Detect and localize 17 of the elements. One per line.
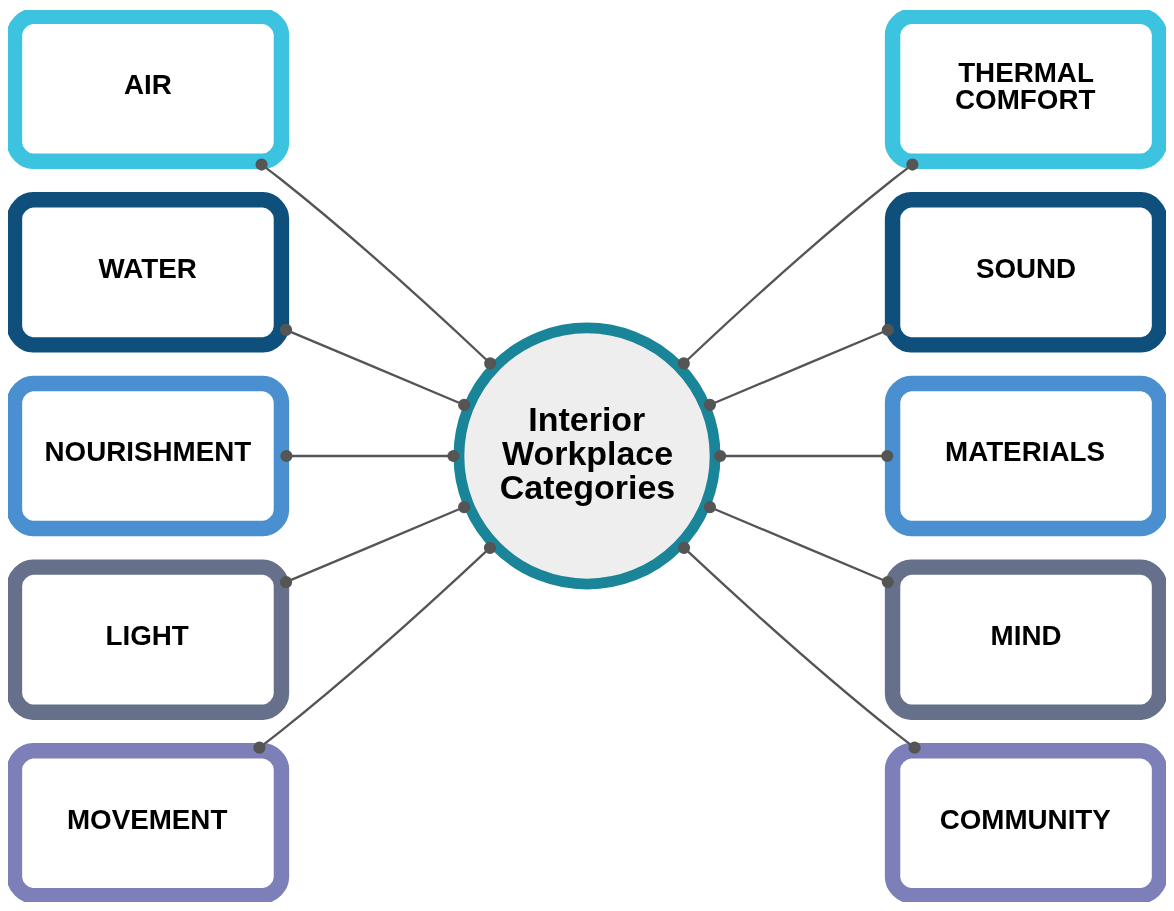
node-box: LIGHT [8, 558, 290, 720]
node-box: MIND [884, 558, 1166, 720]
connector [279, 323, 471, 411]
connector [703, 323, 894, 411]
connector [255, 157, 497, 369]
connector [280, 449, 460, 462]
connector [253, 541, 497, 754]
node-box: SOUND [884, 191, 1166, 353]
connector [677, 157, 919, 369]
connector [703, 500, 894, 588]
node-circle: Interior Workplace Categories [453, 322, 721, 589]
connector [714, 449, 894, 462]
node-box: WATER [8, 191, 290, 353]
connector [677, 541, 921, 754]
connector [279, 500, 471, 588]
node-box: MATERIALS [884, 375, 1166, 536]
node-box: NOURISHMENT [8, 375, 290, 536]
